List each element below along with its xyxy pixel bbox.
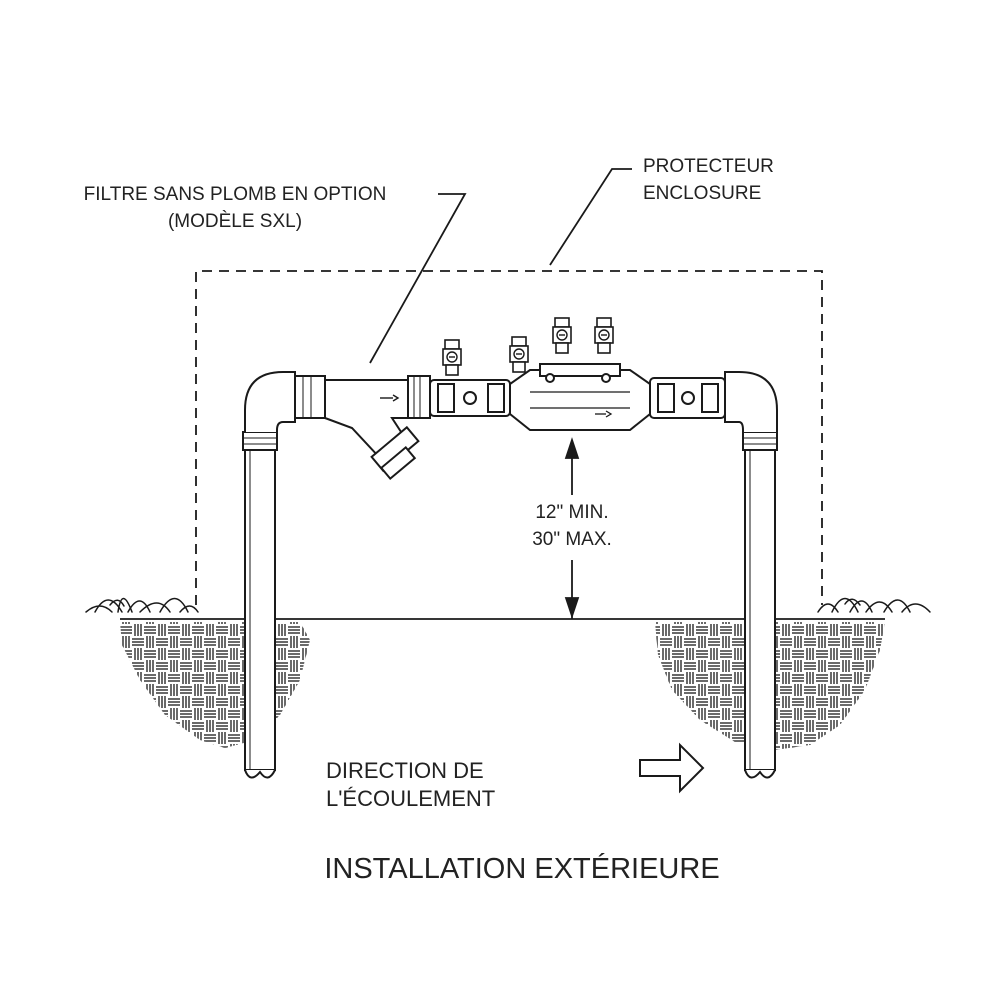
test-cock-icon (594, 317, 614, 354)
backflow-assembly (509, 363, 651, 431)
height-dimension (564, 437, 580, 619)
right-riser-pipe (724, 371, 778, 779)
enclosure-label: PROTECTEUR ENCLOSURE (643, 153, 774, 207)
shutoff-valve-1 (429, 379, 511, 417)
enclosure-label-line1: PROTECTEUR (643, 156, 774, 177)
left-riser-pipe (242, 371, 296, 779)
test-cock-icon (442, 339, 462, 376)
test-cock-icon (509, 336, 529, 373)
shutoff-valve-2 (649, 377, 726, 419)
filter-label-line2: (MODÈLE SXL) (167, 211, 303, 232)
grass-tuft-icon (817, 597, 931, 613)
enclosure-label-line2: ENCLOSURE (643, 183, 762, 204)
filter-label: FILTRE SANS PLOMB EN OPTION (MODÈLE SXL) (60, 181, 410, 235)
enclosure-outline (195, 270, 823, 605)
height-label-line1: 12" MIN. (535, 502, 609, 523)
grass-tuft-icon (85, 597, 199, 613)
flow-direction-line1: DIRECTION DE (326, 758, 484, 783)
enclosure-leader-line (549, 168, 632, 266)
flow-direction-label: DIRECTION DE L'ÉCOULEMENT (326, 757, 495, 813)
flow-arrow-icon (639, 742, 705, 794)
flow-direction-line2: L'ÉCOULEMENT (326, 786, 496, 811)
test-cock-icon (552, 317, 572, 354)
filter-strainer (294, 375, 431, 481)
filter-label-line1: FILTRE SANS PLOMB EN OPTION (83, 184, 387, 205)
filter-leader-line (369, 193, 467, 364)
soil-left (120, 622, 310, 748)
height-label-line2: 30" MAX. (532, 529, 612, 550)
diagram-caption: INSTALLATION EXTÉRIEURE (324, 853, 720, 885)
height-label: 12" MIN. 30" MAX. (492, 499, 652, 553)
